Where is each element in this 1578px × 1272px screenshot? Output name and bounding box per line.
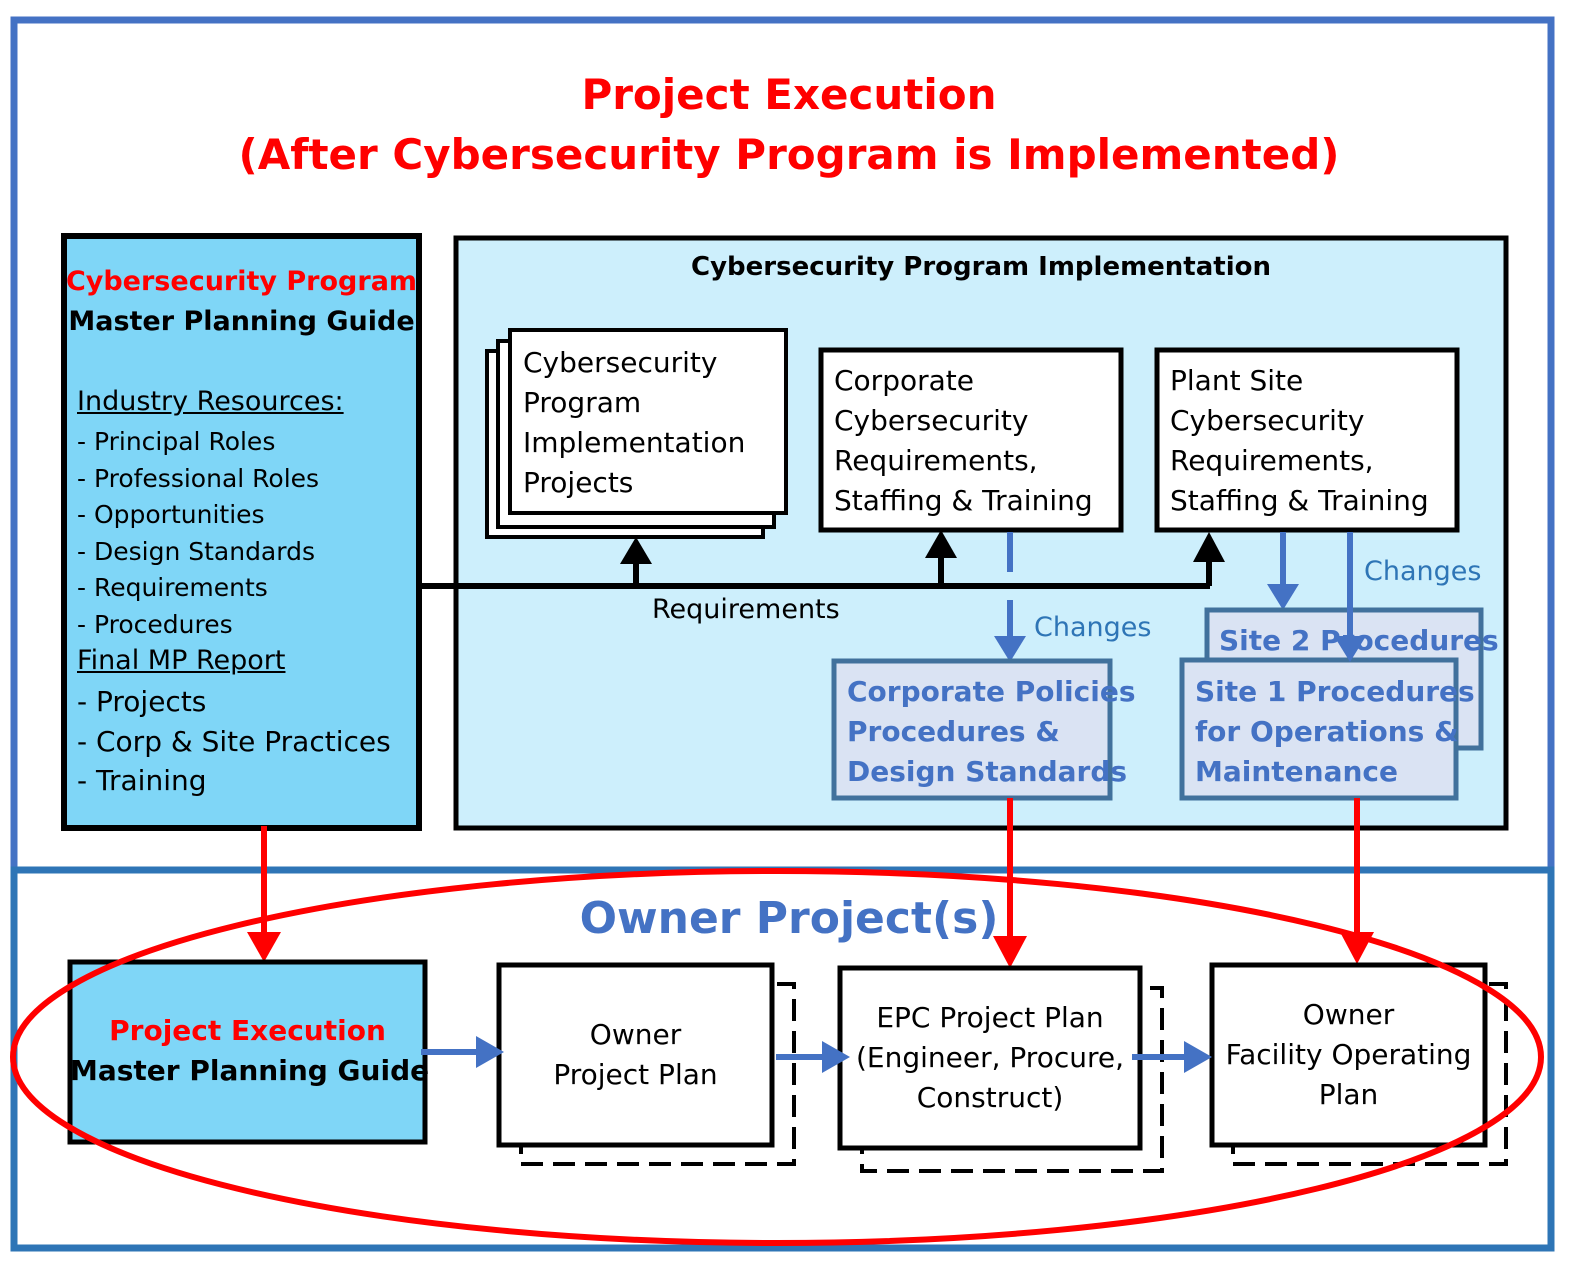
epc-plan-text: EPC Project Plan (Engineer, Procure, Con…	[840, 998, 1140, 1118]
site1-line: Maintenance	[1195, 755, 1399, 788]
corporate-line: Cybersecurity	[834, 404, 1029, 437]
list-item: - Requirements	[77, 573, 268, 602]
req-arrowhead-plant	[1193, 532, 1225, 562]
list-item: - Projects	[77, 685, 207, 718]
corp-policies-line: Design Standards	[847, 755, 1128, 788]
site1-line: Site 1 Procedures	[1195, 675, 1475, 708]
implementation-title: Cybersecurity Program Implementation	[691, 252, 1271, 282]
list-item: - Procedures	[77, 609, 233, 639]
plant-line: Requirements,	[1170, 444, 1374, 477]
epc-plan-line: EPC Project Plan	[876, 1001, 1104, 1034]
list-item: - Opportunities	[77, 500, 265, 529]
pe-guide-box	[67, 959, 428, 1145]
facility-plan-line: Owner	[1302, 998, 1395, 1031]
plant-line: Plant Site	[1170, 364, 1304, 397]
owner-plan-text: Owner Project Plan	[499, 1015, 772, 1095]
corporate-line: Corporate	[834, 364, 974, 397]
projects-line: Projects	[523, 466, 634, 499]
list-item: - Professional Roles	[77, 463, 320, 493]
plant-change-arrowhead-1	[1267, 584, 1299, 610]
final-report-heading: Final MP Report	[77, 645, 286, 676]
site2-label: Site 2 Procedures	[1219, 624, 1499, 657]
pe-guide-title-black: Master Planning Guide	[70, 1054, 430, 1087]
corp-policies-text: Corporate Policies Procedures & Design S…	[847, 672, 1136, 792]
final-report-list: - Projects - Corp & Site Practices - Tra…	[77, 682, 391, 801]
plant-line: Cybersecurity	[1170, 404, 1365, 437]
facility-plan-line: Plan	[1318, 1078, 1379, 1111]
master-guide-title-black: Master Planning Guide	[68, 306, 415, 337]
owner-projects-title: Owner Project(s)	[579, 893, 999, 944]
owner-plan-line: Owner	[589, 1018, 682, 1051]
requirements-label: Requirements	[652, 594, 840, 625]
master-guide-title-red: Cybersecurity Program	[65, 266, 418, 297]
title-line-1: Project Execution	[581, 70, 997, 119]
req-arrowhead-corporate	[925, 530, 957, 558]
list-item: - Principal Roles	[77, 427, 276, 456]
corp-policies-line: Procedures &	[847, 715, 1060, 748]
blue-arrow-3-head	[1184, 1041, 1212, 1073]
epc-plan-line: Construct)	[916, 1081, 1064, 1114]
corporate-line: Staffing & Training	[834, 484, 1093, 517]
list-item: - Training	[77, 764, 207, 797]
industry-resources-heading: Industry Resources:	[77, 386, 344, 417]
projects-line: Implementation	[523, 426, 746, 459]
title-line-2: (After Cybersecurity Program is Implemen…	[238, 130, 1340, 179]
projects-line: Program	[523, 386, 642, 419]
changes-label-corporate: Changes	[1034, 612, 1152, 643]
list-item: - Design Standards	[77, 536, 315, 566]
projects-line: Cybersecurity	[523, 346, 718, 379]
epc-plan-line: (Engineer, Procure,	[855, 1041, 1124, 1074]
pe-guide-title-red: Project Execution	[109, 1014, 386, 1047]
corp-policies-line: Corporate Policies	[847, 675, 1136, 708]
corporate-box-text: Corporate Cybersecurity Requirements, St…	[834, 361, 1093, 521]
owner-plan-line: Project Plan	[553, 1058, 718, 1091]
list-item: - Corp & Site Practices	[77, 724, 391, 758]
corporate-change-arrowhead	[994, 636, 1026, 662]
req-arrowhead-projects	[620, 537, 652, 564]
industry-resources-list: - Principal Roles - Professional Roles -…	[77, 424, 319, 643]
plant-line: Staffing & Training	[1170, 484, 1429, 517]
site1-text: Site 1 Procedures for Operations & Maint…	[1195, 672, 1475, 792]
facility-plan-text: Owner Facility Operating Plan	[1212, 995, 1485, 1115]
facility-plan-line: Facility Operating	[1225, 1038, 1472, 1071]
plant-box-text: Plant Site Cybersecurity Requirements, S…	[1170, 361, 1429, 521]
changes-label-plant: Changes	[1364, 556, 1482, 587]
site1-line: for Operations &	[1195, 715, 1459, 748]
corporate-line: Requirements,	[834, 444, 1038, 477]
projects-box-text: Cybersecurity Program Implementation Pro…	[523, 343, 745, 503]
